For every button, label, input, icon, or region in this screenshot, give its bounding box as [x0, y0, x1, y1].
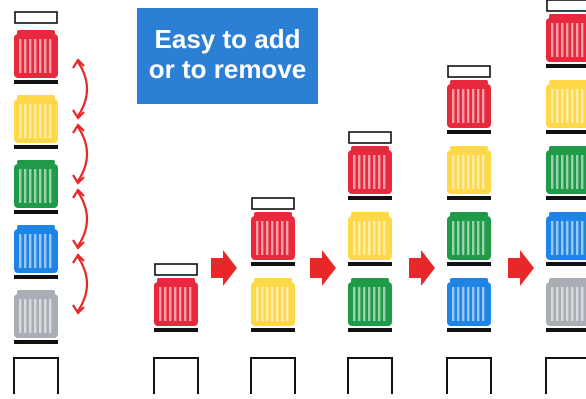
- stage-5-module-blue: [546, 212, 586, 266]
- stage-1-base: [154, 358, 198, 394]
- swap-arrow-2: [73, 125, 87, 183]
- step-arrow-4: [508, 250, 534, 286]
- stage-3-module-green: [348, 278, 392, 332]
- callout-line-1: Easy to add: [137, 24, 318, 54]
- callout-text: Easy to add or to remove: [137, 8, 318, 104]
- reference-base: [14, 358, 58, 394]
- stage-2-module-red: [251, 212, 295, 266]
- step-arrow-2: [310, 250, 336, 286]
- reference-module-yellow: [14, 95, 58, 149]
- stage-2-cap: [252, 198, 294, 209]
- stage-5-base: [546, 358, 586, 394]
- step-arrow-3: [409, 250, 435, 286]
- swap-arrow-4: [73, 255, 87, 313]
- swap-arrow-3: [73, 190, 87, 248]
- reference-cap: [15, 12, 57, 23]
- reference-module-green: [14, 160, 58, 214]
- stage-4-base: [447, 358, 491, 394]
- step-arrow-1: [211, 250, 237, 286]
- stage-5-cap: [547, 0, 586, 11]
- stage-4-cap: [448, 66, 490, 77]
- stage-2-base: [251, 358, 295, 394]
- stage-3-module-yellow: [348, 212, 392, 266]
- stage-1-cap: [155, 264, 197, 275]
- reference-module-gray: [14, 290, 58, 344]
- stage-4-module-green: [447, 212, 491, 266]
- stage-2-module-yellow: [251, 278, 295, 332]
- stage-5-module-green: [546, 146, 586, 200]
- swap-arrow-1: [73, 60, 87, 118]
- stage-4-module-red: [447, 80, 491, 134]
- stage-3-module-red: [348, 146, 392, 200]
- stage-3-cap: [349, 132, 391, 143]
- reference-module-blue: [14, 225, 58, 279]
- callout-line-2: or to remove: [137, 54, 318, 84]
- reference-module-red: [14, 30, 58, 84]
- stage-1-module-red: [154, 278, 198, 332]
- stage-3-base: [348, 358, 392, 394]
- stage-4-module-yellow: [447, 146, 491, 200]
- stage-4-module-blue: [447, 278, 491, 332]
- stage-5-module-yellow: [546, 80, 586, 134]
- stage-5-module-red: [546, 14, 586, 68]
- stage-5-module-gray: [546, 278, 586, 332]
